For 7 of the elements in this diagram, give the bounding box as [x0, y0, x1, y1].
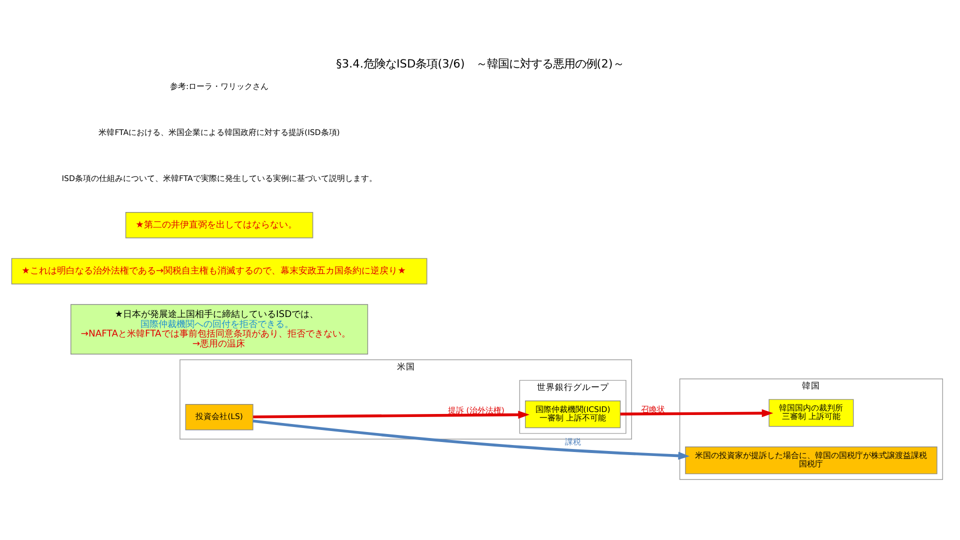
node-box: ★これは明白なる治外法権である→関税自主権も消滅するので、幕末安政五カ国条約に逆戻り★ [11, 258, 428, 284]
arrow [252, 419, 690, 460]
node-box: ★第二の井伊直弼を出してはならない。 [125, 212, 314, 238]
node-box: ★日本が発展途上国相手に締結しているISDでは、 国際仲裁機関への回付を拒否できる。 →NAFTAと米韓FTAでは事前包括同意条項があり、拒否できない。 →悪用の温床 [70, 304, 368, 354]
diagram-title: §3.4.危険なISD条項(3/6) ～韓国に対する悪用の例(2)～ [336, 56, 624, 70]
arrow [620, 408, 774, 417]
arrow [253, 410, 530, 418]
